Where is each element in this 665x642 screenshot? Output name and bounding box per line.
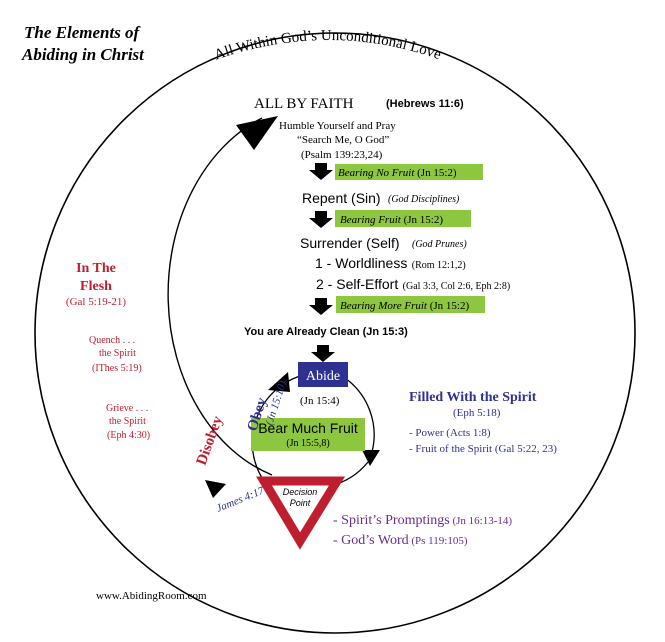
filled-ref: (Eph 5:18): [453, 407, 501, 419]
title-line2: Abiding in Christ: [21, 45, 145, 64]
inner-cycle-right-arc: [344, 377, 375, 453]
bear-fruit-label: Bear Much Fruit: [258, 420, 358, 436]
james-arrow-icon: [205, 480, 226, 498]
down-arrow-1-icon: [309, 163, 333, 180]
quench-ref: (IThes 5:19): [92, 363, 142, 374]
down-arrow-4-icon: [311, 345, 335, 362]
fruit-box-2: [335, 210, 471, 227]
fruit-box-1: [335, 164, 483, 180]
website-link[interactable]: www.AbidingRoom.com: [96, 590, 207, 602]
filled-heading: Filled With the Spirit: [409, 390, 537, 405]
filled-item-power: - Power (Acts 1:8): [409, 427, 491, 439]
abide-ref: (Jn 15:4): [300, 395, 340, 407]
flesh-ref: (Gal 5:19-21): [66, 296, 127, 308]
repent-text: Repent (Sin): [302, 190, 381, 206]
fruit-box-1-text: Bearing No Fruit (Jn 15:2): [338, 167, 457, 179]
arc-text-path: All Within God’s Unconditional Love: [212, 28, 443, 64]
inner-arrow-right-icon: [362, 450, 380, 466]
self-effort-text: 2 - Self-Effort (Gal 3:3, Col 2:6, Eph 2…: [316, 276, 510, 293]
james-ref: James 4:17: [215, 485, 267, 515]
surrender-note: (God Prunes): [412, 239, 467, 250]
decision-line1: Decision: [283, 487, 318, 497]
humble-ref: (Psalm 139:23,24): [301, 149, 383, 161]
outer-love-circle: [34, 32, 636, 634]
inner-arrow-left-icon: [268, 372, 290, 392]
flesh-line1: In The: [76, 261, 116, 276]
worldliness-text: 1 - Worldliness (Rom 12:1,2): [315, 255, 466, 272]
unconditional-love-arc-text: All Within God’s Unconditional Love: [212, 28, 443, 64]
abide-box: [298, 362, 348, 387]
humble-line1: Humble Yourself and Pray: [279, 120, 396, 132]
fruit-box-2-text: Bearing Fruit (Jn 15:2): [340, 214, 443, 226]
repent-note: (God Disciplines): [388, 194, 460, 205]
grieve-line1: Grieve . . .: [106, 403, 148, 414]
flesh-line2: Flesh: [80, 279, 112, 294]
flesh-loop-arrow-icon: [236, 116, 278, 150]
prompt-spirit: - Spirit’s Promptings (Jn 16:13-14): [333, 513, 512, 528]
decision-line2: Point: [290, 498, 311, 508]
title-line1: The Elements of: [24, 23, 142, 42]
filled-item-fruit: - Fruit of the Spirit (Gal 5:22, 23): [409, 443, 557, 455]
fruit-box-3-text: Bearing More Fruit (Jn 15:2): [340, 300, 469, 312]
quench-line2: the Spirit: [99, 348, 136, 359]
faith-ref: (Hebrews 11:6): [386, 98, 464, 110]
fruit-box-3: [336, 296, 485, 313]
bear-fruit-box: [251, 418, 365, 451]
already-clean-text: You are Already Clean (Jn 15:3): [244, 326, 408, 338]
grieve-line2: the Spirit: [109, 416, 146, 427]
bear-fruit-ref: (Jn 15:5,8): [286, 438, 329, 449]
prompt-word: - God’s Word (Ps 119:105): [333, 533, 468, 548]
down-arrow-3-icon: [309, 298, 333, 315]
decision-point-triangle: [256, 476, 346, 550]
grieve-ref: (Eph 4:30): [107, 430, 150, 441]
faith-heading: ALL BY FAITH: [254, 96, 354, 112]
quench-line1: Quench . . .: [89, 335, 135, 346]
surrender-text: Surrender (Self): [300, 235, 400, 251]
abide-label: Abide: [306, 369, 340, 384]
flesh-loop-arc: [167, 117, 273, 476]
down-arrow-2-icon: [309, 211, 333, 228]
humble-line2: “Search Me, O God”: [297, 134, 389, 146]
